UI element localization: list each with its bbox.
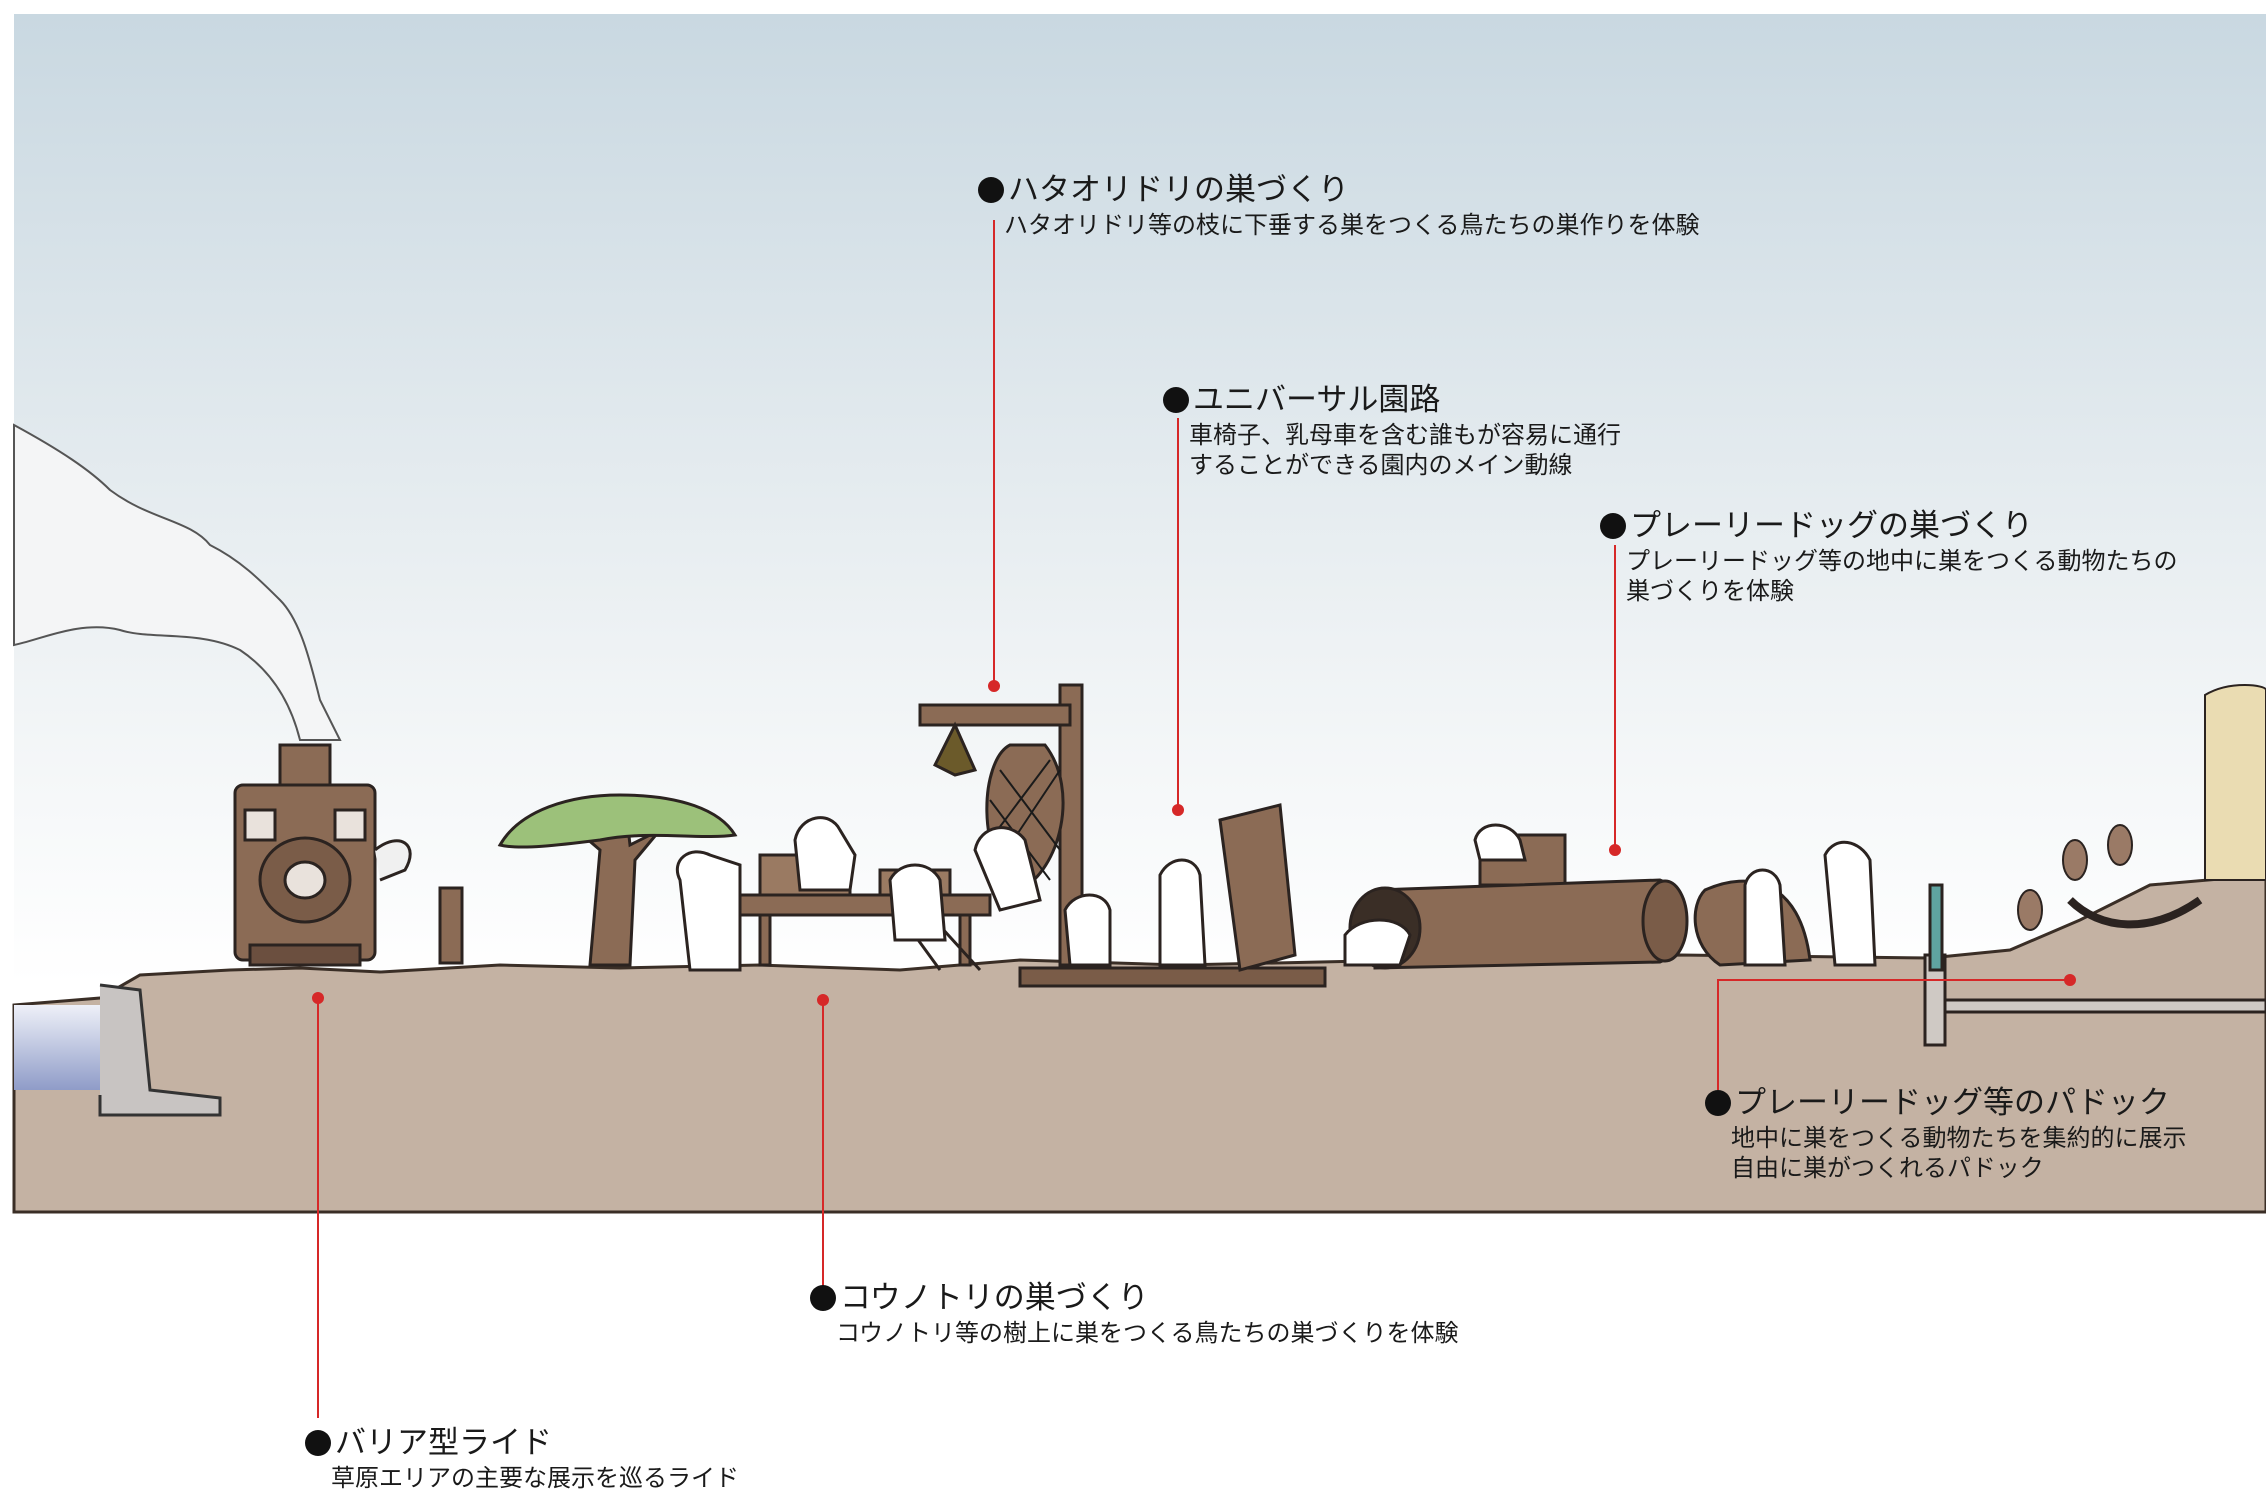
tunnel-log — [1348, 833, 1689, 970]
annotation-title: ユニバーサル園路 — [1193, 382, 1441, 418]
annotation-universal: ユニバーサル園路 車椅子、乳母車を含む誰もが容易に通行 することができる園内のメ… — [1163, 380, 1621, 480]
universal-path — [1018, 966, 1327, 988]
annotation-ride: バリア型ライド 草原エリアの主要な展示を巡るライド — [305, 1423, 739, 1493]
annotation-title: コウノトリの巣づくり — [840, 1280, 1149, 1316]
leader-line-paddock — [1717, 979, 2070, 1090]
leader-lines — [312, 220, 2076, 1418]
annotation-title: プレーリードッグの巣づくり — [1630, 508, 2033, 544]
annotation-desc: 草原エリアの主要な展示を巡るライド — [331, 1464, 739, 1492]
paddock-wall — [1923, 883, 2266, 1047]
annotation-desc: コウノトリ等の樹上に巣をつくる鳥たちの巣づくりを体験 — [836, 1319, 1459, 1347]
bullet-dot — [978, 177, 1004, 203]
bullet-dot — [1163, 387, 1189, 413]
locomotive — [233, 743, 412, 967]
annotation-title: プレーリードッグ等のパドック — [1735, 1085, 2170, 1121]
annotation-title: ハタオリドリの巣づくり — [1008, 172, 1349, 208]
sky — [14, 14, 2266, 984]
bullet-dot — [1705, 1090, 1731, 1116]
acacia-tree — [497, 793, 738, 967]
annotation-desc: 巣づくりを体験 — [1626, 577, 1794, 605]
annotation-desc: 自由に巣がつくれるパドック — [1731, 1154, 2044, 1182]
bullet-dot — [305, 1430, 331, 1456]
smoke — [13, 423, 342, 741]
weaver-nest-frame — [918, 683, 1084, 967]
sign-post — [438, 886, 464, 965]
standing-log — [1218, 803, 1297, 972]
annotation-desc: 車椅子、乳母車を含む誰もが容易に通行 — [1189, 421, 1621, 449]
mound — [2204, 684, 2266, 881]
annotation-stork: コウノトリの巣づくり コウノトリ等の樹上に巣をつくる鳥たちの巣づくりを体験 — [810, 1278, 1459, 1348]
prairie-dogs — [2017, 824, 2133, 931]
annotation-desc: することができる園内のメイン動線 — [1189, 451, 1573, 479]
visitors — [675, 816, 1877, 972]
bullet-dot — [810, 1285, 836, 1311]
annotation-prairie-nest: プレーリードッグの巣づくり プレーリードッグ等の地中に巣をつくる動物たちの 巣づ… — [1600, 506, 2178, 606]
annotation-title: バリア型ライド — [335, 1425, 552, 1461]
annotation-hatao: ハタオリドリの巣づくり ハタオリドリ等の枝に下垂する巣をつくる鳥たちの巣作りを体… — [978, 170, 1700, 240]
annotation-desc: ハタオリドリ等の枝に下垂する巣をつくる鳥たちの巣作りを体験 — [1004, 211, 1700, 239]
annotation-desc: プレーリードッグ等の地中に巣をつくる動物たちの — [1626, 547, 2178, 575]
bullet-dot — [1600, 513, 1626, 539]
annotation-paddock: プレーリードッグ等のパドック 地中に巣をつくる動物たちを集約的に展示 自由に巣が… — [1705, 1083, 2187, 1183]
annotation-desc: 地中に巣をつくる動物たちを集約的に展示 — [1731, 1124, 2187, 1152]
